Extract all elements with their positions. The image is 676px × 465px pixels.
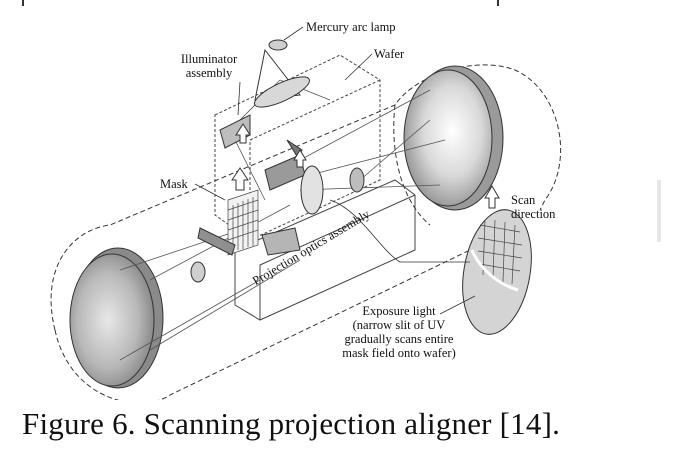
scrollbar-edge <box>657 180 661 242</box>
mercury-lamp <box>254 39 310 108</box>
right-mirror <box>403 65 504 211</box>
mask-grid <box>227 189 259 256</box>
top-crop-marks <box>0 0 676 10</box>
illuminator-label: Illuminator assembly <box>180 52 238 80</box>
leader-lines <box>194 26 476 315</box>
scanning-aligner-diagram <box>50 26 562 400</box>
mercury-lamp-label: Mercury arc lamp <box>306 20 396 34</box>
figure-caption: Figure 6. Scanning projection aligner [1… <box>22 406 561 441</box>
scan-direction-label: Scan direction <box>511 193 556 221</box>
mask-label: Mask <box>160 177 188 191</box>
scan-arrows <box>231 123 500 209</box>
projection-optics-box <box>234 179 416 321</box>
illuminator-box <box>214 54 381 241</box>
left-mirror <box>69 247 164 389</box>
mask-prisms <box>190 227 301 283</box>
exposure-light-label: Exposure light (narrow slit of UV gradua… <box>342 304 456 360</box>
wafer-label: Wafer <box>374 47 405 61</box>
wafer-disc <box>462 209 532 335</box>
